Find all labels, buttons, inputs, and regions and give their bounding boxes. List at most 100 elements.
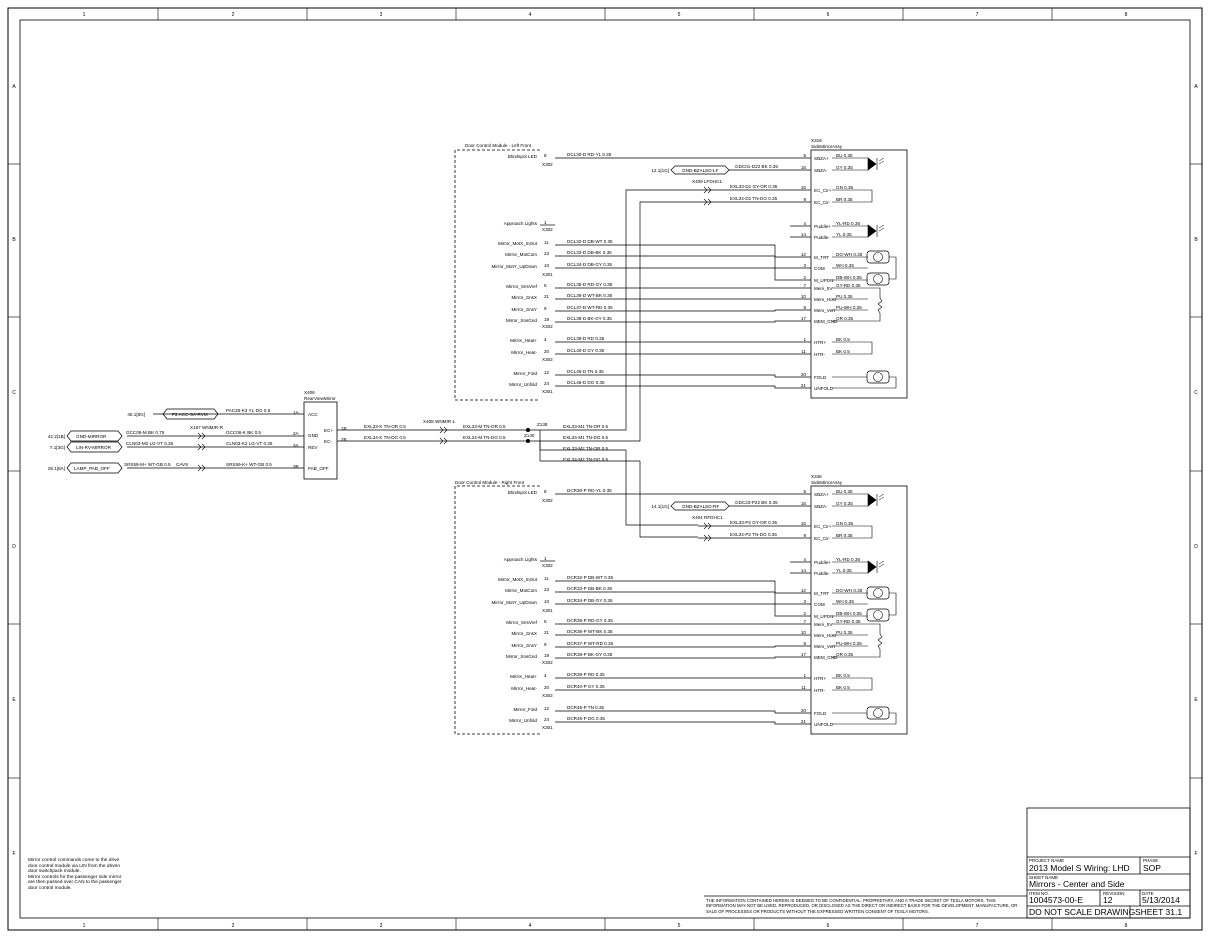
internal-wire-label: BK 0.5 [836,349,850,354]
wire [555,603,811,617]
wire-label: DCR36-P WT-BK 0.35 [567,629,613,634]
mirror-pin-number: 9 [803,197,806,202]
internal-wire-label: GN 0.35 [836,521,854,526]
mirror-pin-label: Puddle+ [814,560,831,565]
mirror-pin-label: FOLD [814,375,827,380]
mirror-pin-number: 4 [803,221,806,226]
mirror-pin-number: 15 [801,165,807,170]
led-light-icon [878,224,885,232]
row-label-left: F [12,851,15,857]
wire [555,374,811,378]
dcm-signal-label: Mirror_Heat- [511,686,537,691]
column-label-bottom: 1 [83,923,86,929]
input-pab-ref: 28.1[8A] [48,466,65,471]
connector-chevron [707,534,712,542]
ec-wire-label: EXL34-P2 TN-DG 0.35 [730,532,777,537]
mirror-pin-number: 1 [803,337,806,342]
wire-label: DCR38-P BK-GY 0.35 [567,652,613,657]
mirror-pin-number: 7 [803,619,806,624]
rvm-pinnum-1a: 1A [293,410,300,415]
project-name: 2013 Model S Wiring: LHD [1029,863,1130,873]
gnd-label: GND-BZALED-LF [682,168,719,173]
wire [555,710,811,714]
mirror-rf-name: SideMirrorAssy [811,480,843,485]
dcm-pin-number: 19 [544,317,550,322]
ec-wire-4: EXL34-M TN-DG 0.5 [463,435,506,440]
project-name-label: PROJECT NAME [1029,858,1065,863]
motor-icon [873,708,883,718]
mirror-pin-label: HTR+ [814,340,826,345]
mirror-pin-number: 21 [801,383,807,388]
mirror-pin-number: 15 [801,501,807,506]
motor-icon [873,252,883,262]
connector-chevron [707,198,712,206]
wire-label: DCL39-D RD 0.35 [567,336,605,341]
mirror-pin-number: 2 [803,275,806,280]
ec-wire-label: EXL33-D1 GY-OR 0.35 [730,184,778,189]
input-lin-label: LIN-RV-MIRROR [76,445,112,450]
dcm-signal-label: Mirror_SnsVref [506,284,537,289]
dcm-pin-number: 21 [544,294,550,299]
gnd-reference-box [670,165,730,175]
connector-chevron [201,464,206,472]
mirror-pin-label: EC_Cir- [814,536,831,541]
dcm-pin-number: 21 [544,630,550,635]
heater-icon [868,341,873,355]
phase-value: SOP [1143,863,1161,873]
fold-motor-wire [832,712,897,725]
wire-label: DCR40-P GY 0.35 [567,684,605,689]
connector-x167: X167 WNMIR-R [190,425,224,430]
dcm-pin-number: 24 [544,717,550,722]
internal-wire-label: PU-WH 0.35 [836,641,862,646]
mirror-pin-label: Mem_Horz [814,297,837,302]
dcm-pin-number: 11 [544,240,549,245]
mirror-pin-label: HTR- [814,352,825,357]
mirror-pin-number: 1 [803,673,806,678]
dcm-signal-label: Mirror_MotCom [505,588,537,593]
wire [555,255,811,269]
splice-z138 [526,428,530,432]
wire-label: DCL34-D DB-GY 0.35 [567,262,613,267]
dcm-connector-label: X302 [542,162,553,167]
input-pab-wire2: SRS59-K+ WT-GB 0.5 [226,462,272,467]
fold-motor-wire [832,376,897,389]
wire-label: DCR34-P DB-GY 0.35 [567,598,613,603]
row-label-right: E [1194,697,1198,703]
column-label-top: 5 [678,12,681,18]
connector-chevron [703,186,708,194]
led-light-icon [878,560,885,568]
left-input-wires [66,408,304,474]
mirror-pin-number: 17 [801,316,807,321]
connector-chevron [707,522,712,530]
dcm-signal-label: Mirror_SnsY [511,643,537,648]
dcm-pin-number: 1 [544,556,547,561]
connector-chevron [197,443,202,451]
scale-note: DO NOT SCALE DRAWING [1029,907,1136,917]
dcm-right-front-box [454,485,540,735]
input-lin-ref: 7.1[3G] [50,445,65,450]
dcm-signal-label: Mirror_SnsX [511,631,537,636]
wire-label: DCL33-D DB-BK 0.35 [567,250,612,255]
mirror-pin-label: COM [814,602,825,607]
mirror-pin-number: 5 [803,153,806,158]
rvm-pinnum-1b: 1B [341,426,347,431]
cavs-label: CAVS [176,462,188,467]
mirror-pin-number: 2 [803,611,806,616]
dcm-pin-number: 9 [544,642,547,647]
ec-element-icon [868,189,873,203]
connector-chevron [197,464,202,472]
mirror-pin-label: Mem_5V [814,286,833,291]
mirror-pin-number: 11 [801,349,806,354]
internal-wire-label: GY-RD 0.35 [836,283,861,288]
internal-wire-label: BU 0.35 [836,153,853,158]
dcm-connector-label: X302 [542,660,553,665]
mirror-pin-label: FOLD [814,711,827,716]
input-gnd-wire: GCC06-M BK 0.75 [126,430,165,435]
dcm-left-front-box [454,149,540,401]
internal-wire-label: YL 0.35 [836,568,852,573]
internal-wire-label: GY 0.35 [836,501,853,506]
gnd-wire-label: GDC01-D22 BK 0.35 [735,164,778,169]
ec-wires [337,189,698,538]
